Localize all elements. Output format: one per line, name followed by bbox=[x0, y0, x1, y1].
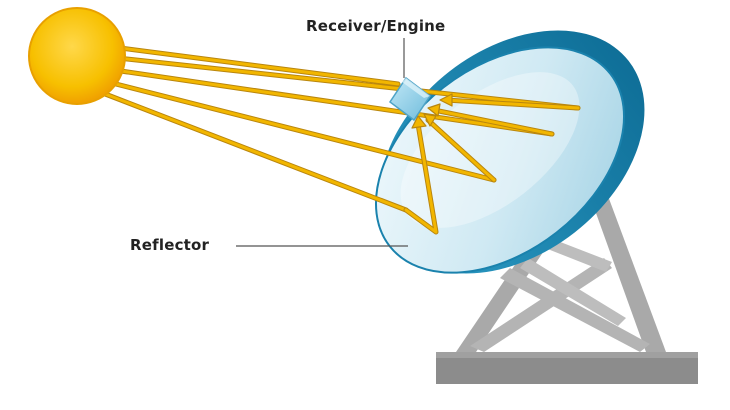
receiver-engine-icon bbox=[388, 76, 432, 122]
receiver-engine-label: Receiver/Engine bbox=[306, 17, 446, 35]
reflected-rays bbox=[403, 93, 581, 235]
sun-icon bbox=[28, 7, 126, 105]
sun-rays bbox=[97, 45, 581, 213]
label-leader-lines bbox=[236, 38, 408, 247]
reflector-label: Reflector bbox=[130, 236, 210, 254]
tower-base bbox=[436, 352, 698, 384]
